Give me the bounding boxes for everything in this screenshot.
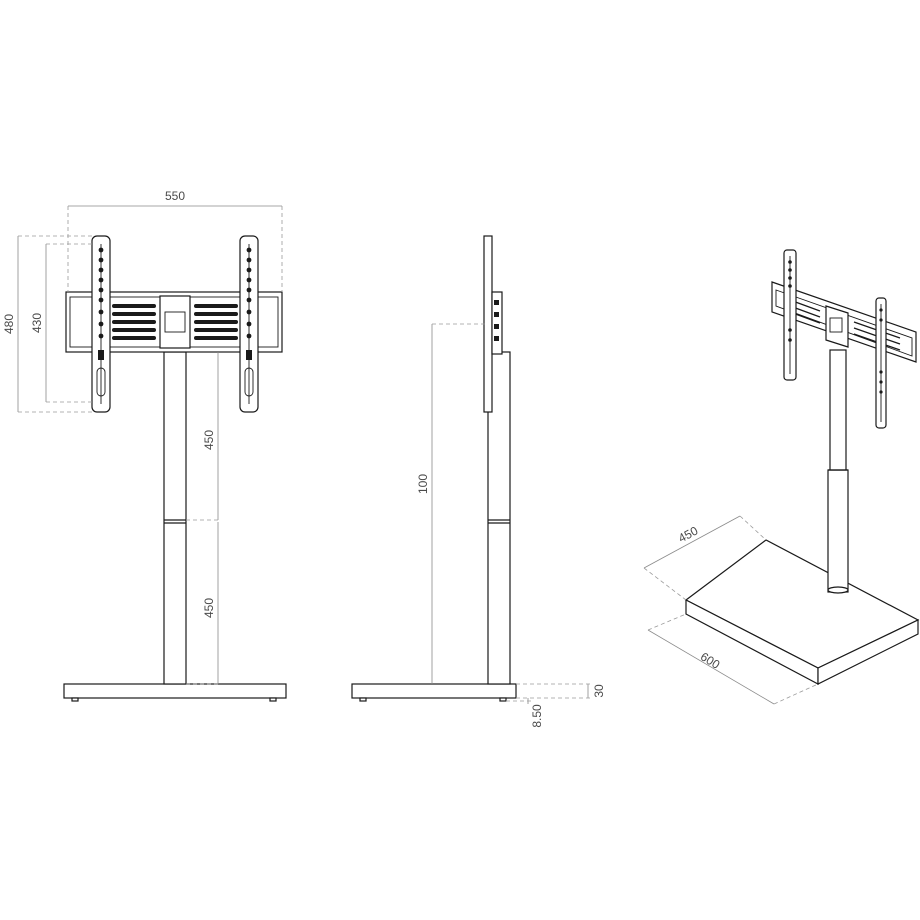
side-base-foot-left xyxy=(359,697,367,702)
front-base-foot-right xyxy=(269,697,277,702)
front-center-clamp xyxy=(159,295,191,349)
side-base-foot-right xyxy=(499,697,507,702)
iso-pole-upper xyxy=(829,349,847,471)
iso-center-clamp xyxy=(825,305,849,348)
dimension-label-430: 430 xyxy=(30,313,44,333)
dimension-width-550: 550 xyxy=(67,189,283,292)
front-base-plate xyxy=(63,683,287,699)
front-vertical-arm-right xyxy=(239,235,259,413)
dimension-label-lower-450: 450 xyxy=(202,598,216,618)
front-vertical-arm-left xyxy=(91,235,111,413)
iso-pole-lower xyxy=(827,469,849,593)
dimension-label-100: 100 xyxy=(416,474,430,494)
front-bracket-slots-right xyxy=(194,304,238,340)
side-bracket-block xyxy=(491,291,503,355)
front-base-foot-left xyxy=(71,697,79,702)
front-bracket-slots-left xyxy=(112,304,156,340)
dimension-foot-8-50: 8.50 xyxy=(506,698,544,728)
dimension-height-480: 480 xyxy=(2,235,92,413)
front-view: 550 480 430 450 450 xyxy=(2,189,287,702)
dimension-side-height-100: 100 xyxy=(416,323,488,684)
dimension-height-430: 430 xyxy=(30,243,92,403)
dimension-label-8-50: 8.50 xyxy=(530,704,544,728)
isometric-view: 450 600 xyxy=(643,249,920,705)
side-view: 100 30 8.50 xyxy=(351,235,606,728)
front-pole xyxy=(163,351,187,685)
dimension-label-base-depth-450: 450 xyxy=(676,523,701,545)
iso-vertical-arm-right xyxy=(875,297,887,429)
dimension-label-base-width-600: 600 xyxy=(698,649,723,672)
side-base-plate xyxy=(351,683,517,699)
dimension-base-30: 30 xyxy=(516,683,606,699)
dimension-label-480: 480 xyxy=(2,314,16,334)
dimension-label-30: 30 xyxy=(592,684,606,698)
dimension-upper-pole-450: 450 xyxy=(186,352,219,521)
side-vertical-arm xyxy=(483,235,493,413)
iso-base-side xyxy=(817,619,919,685)
iso-vertical-arm-left xyxy=(783,249,797,381)
dimension-label-upper-450: 450 xyxy=(202,430,216,450)
dimension-label-550: 550 xyxy=(165,189,185,203)
dimension-lower-pole-450: 450 xyxy=(186,522,219,685)
